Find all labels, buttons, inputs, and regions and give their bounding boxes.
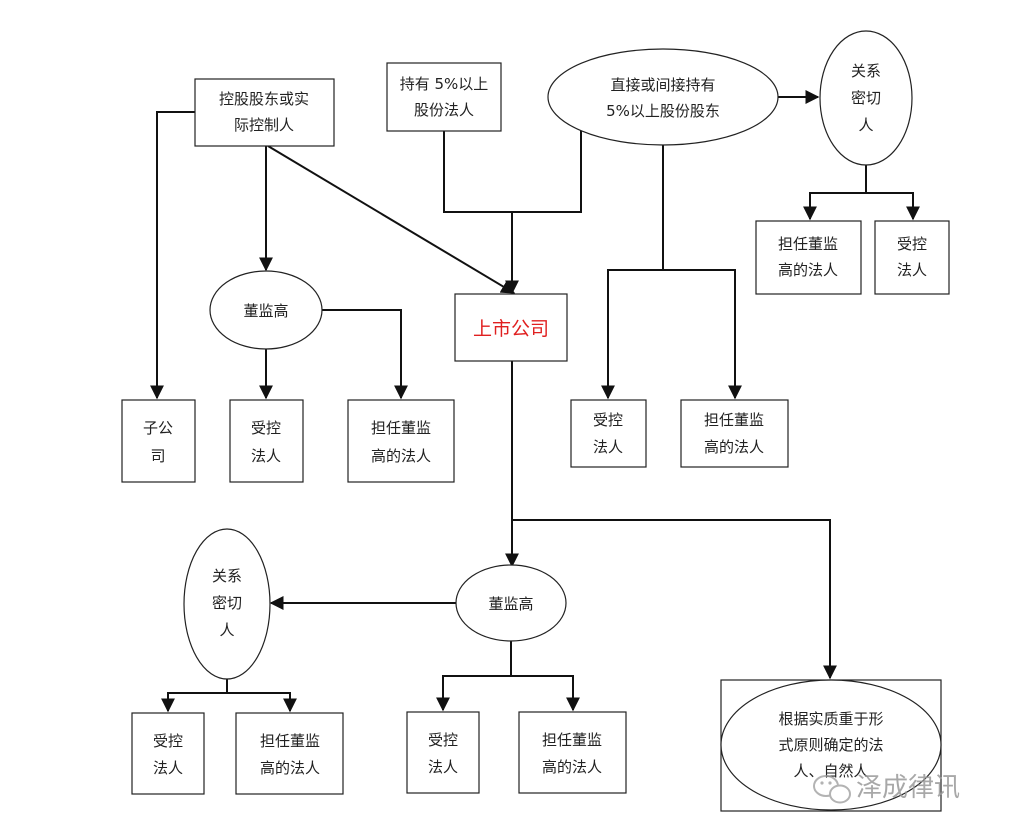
node-substance-over-form: 根据实质重于形式原则确定的法人、自然人 — [720, 679, 942, 812]
node-controller: 控股股东或实际控制人 — [194, 78, 335, 147]
svg-text:担任董监高的法人: 担任董监高的法人 — [371, 419, 431, 465]
svg-text:控股股东或实际控制人: 控股股东或实际控制人 — [219, 90, 309, 134]
svg-text:担任董监高的法人: 担任董监高的法人 — [260, 732, 320, 777]
svg-text:受控法人: 受控法人 — [593, 411, 623, 456]
node-dsh-left: 董监高 — [209, 270, 323, 350]
node-related-bottom: 关系密切人 — [183, 528, 271, 680]
node-listed-company: 上市公司 — [454, 293, 568, 362]
svg-text:受控法人: 受控法人 — [153, 732, 183, 777]
svg-text:持有 5%以上股份法人: 持有 5%以上股份法人 — [400, 75, 489, 119]
svg-text:董监高: 董监高 — [243, 302, 288, 320]
svg-text:担任董监高的法人: 担任董监高的法人 — [778, 235, 838, 279]
svg-text:董监高: 董监高 — [488, 595, 533, 613]
node-bottom-controlled-1: 受控法人 — [131, 712, 205, 795]
svg-text:关系密切人: 关系密切人 — [212, 567, 242, 639]
node-dsh-bottom: 董监高 — [455, 564, 567, 642]
edge-dsh-bottom-split — [436, 675, 580, 712]
svg-text:受控法人: 受控法人 — [251, 419, 281, 465]
svg-text:上市公司: 上市公司 — [473, 318, 549, 340]
node-bottom-controlled-2: 受控法人 — [406, 711, 480, 794]
edges — [150, 90, 920, 713]
node-right-controlled: 受控法人 — [570, 399, 647, 468]
edge-controller-subsidiary — [150, 111, 195, 400]
node-left-serving: 担任董监高的法人 — [347, 399, 455, 483]
edge-holder-legal-merge — [443, 129, 582, 213]
svg-text:关系密切人: 关系密切人 — [851, 62, 881, 134]
wechat-bubble-icon — [813, 775, 851, 804]
watermark-text: 泽成律讯 — [856, 773, 960, 803]
node-bottom-serving-1: 担任董监高的法人 — [235, 712, 344, 795]
edge-related-bottom-split — [161, 692, 297, 713]
svg-text:担任董监高的法人: 担任董监高的法人 — [704, 411, 764, 456]
svg-text:受控法人: 受控法人 — [897, 235, 927, 279]
edge-dsh-serving — [321, 309, 408, 400]
node-subsidiary: 子公司 — [121, 399, 196, 483]
node-holder-legal: 持有 5%以上股份法人 — [386, 62, 502, 132]
edge-listed-substance — [512, 519, 837, 680]
node-right-serving: 担任董监高的法人 — [680, 399, 789, 468]
node-top-controlled: 受控法人 — [874, 220, 950, 295]
edge-shareholder-split — [601, 269, 742, 400]
svg-text:根据实质重于形式原则确定的法人、自然人: 根据实质重于形式原则确定的法人、自然人 — [778, 710, 883, 780]
svg-text:担任董监高的法人: 担任董监高的法人 — [542, 731, 602, 776]
node-top-serving: 担任董监高的法人 — [755, 220, 862, 295]
edge-controller-listed — [267, 145, 516, 294]
node-bottom-serving-2: 担任董监高的法人 — [518, 711, 627, 794]
node-left-controlled: 受控法人 — [229, 399, 304, 483]
node-related-top: 关系密切人 — [819, 30, 913, 166]
svg-text:受控法人: 受控法人 — [428, 731, 458, 776]
watermark: 泽成律讯 — [813, 773, 960, 804]
svg-text:子公司: 子公司 — [143, 419, 173, 465]
edge-related-top-split — [803, 192, 920, 221]
